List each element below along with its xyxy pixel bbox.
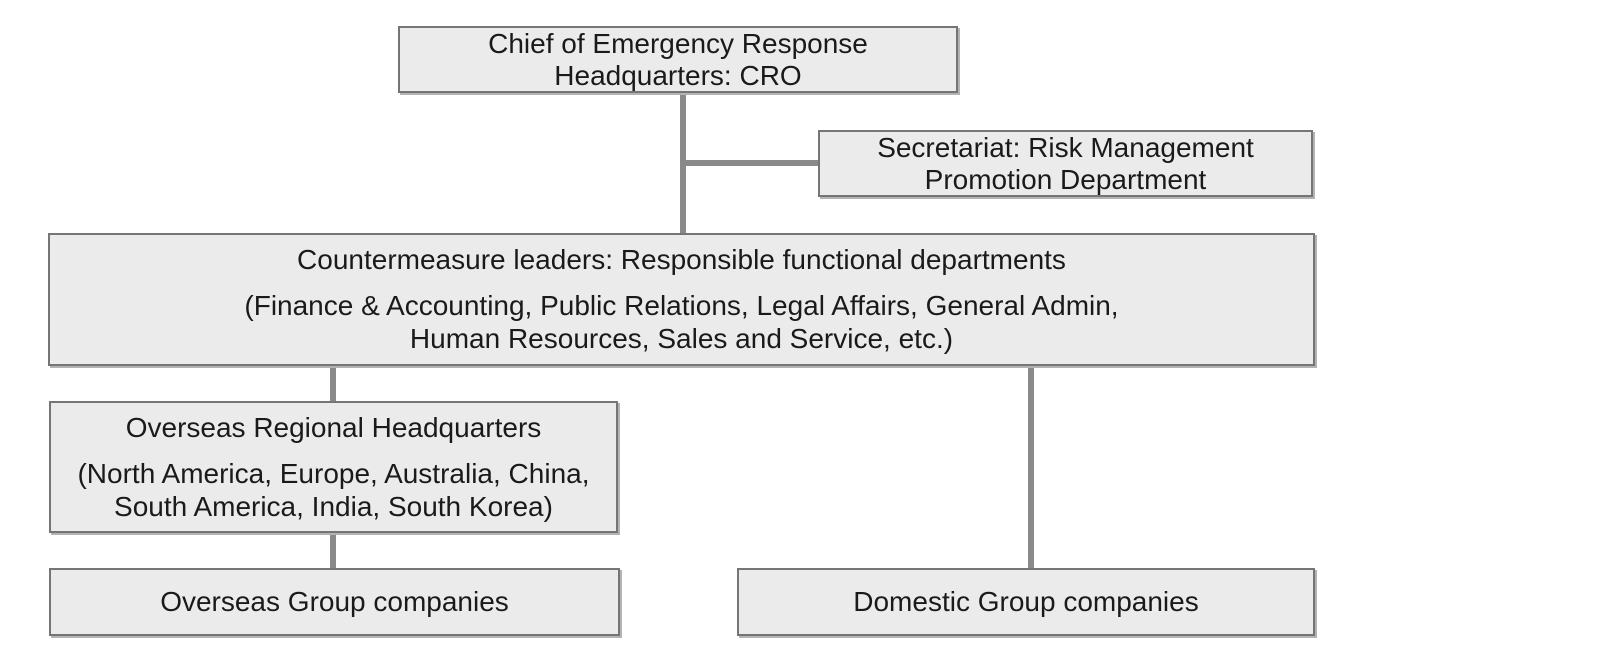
- connector-countermeasure-to-overseas-hq: [330, 366, 336, 402]
- node-domestic-group-companies: Domestic Group companies: [737, 568, 1315, 636]
- countermeasure-detail-line1: (Finance & Accounting, Public Relations,…: [244, 290, 1119, 321]
- chief-line2: Headquarters: CRO: [554, 59, 802, 91]
- secretariat-line1: Secretariat: Risk Management: [877, 131, 1254, 163]
- secretariat-line2: Promotion Department: [924, 163, 1207, 195]
- overseas-group-label: Overseas Group companies: [160, 586, 509, 617]
- node-secretariat: Secretariat: Risk Management Promotion D…: [818, 130, 1313, 197]
- chief-line1: Chief of Emergency Response: [488, 27, 868, 59]
- overseas-hq-detail-line1: (North America, Europe, Australia, China…: [77, 457, 590, 489]
- domestic-group-label: Domestic Group companies: [853, 586, 1199, 617]
- countermeasure-detail-line2: Human Resources, Sales and Service, etc.…: [409, 323, 954, 354]
- connector-overseas-hq-to-overseas-group: [330, 532, 336, 569]
- countermeasure-heading: Countermeasure leaders: Responsible func…: [297, 244, 1066, 275]
- overseas-hq-detail-line2: South America, India, South Korea): [114, 490, 553, 522]
- connector-countermeasure-to-domestic-group: [1028, 366, 1034, 569]
- node-overseas-regional-headquarters: Overseas Regional Headquarters (North Am…: [49, 401, 618, 533]
- connector-chief-to-secretariat: [683, 160, 818, 166]
- node-overseas-group-companies: Overseas Group companies: [49, 568, 620, 636]
- node-countermeasure-leaders: Countermeasure leaders: Responsible func…: [48, 233, 1315, 366]
- overseas-hq-heading: Overseas Regional Headquarters: [125, 411, 542, 443]
- overseas-hq-detail: (North America, Europe, Australia, China…: [77, 457, 589, 523]
- node-chief-of-emergency-response: Chief of Emergency Response Headquarters…: [398, 26, 958, 93]
- countermeasure-detail: (Finance & Accounting, Public Relations,…: [244, 289, 1118, 355]
